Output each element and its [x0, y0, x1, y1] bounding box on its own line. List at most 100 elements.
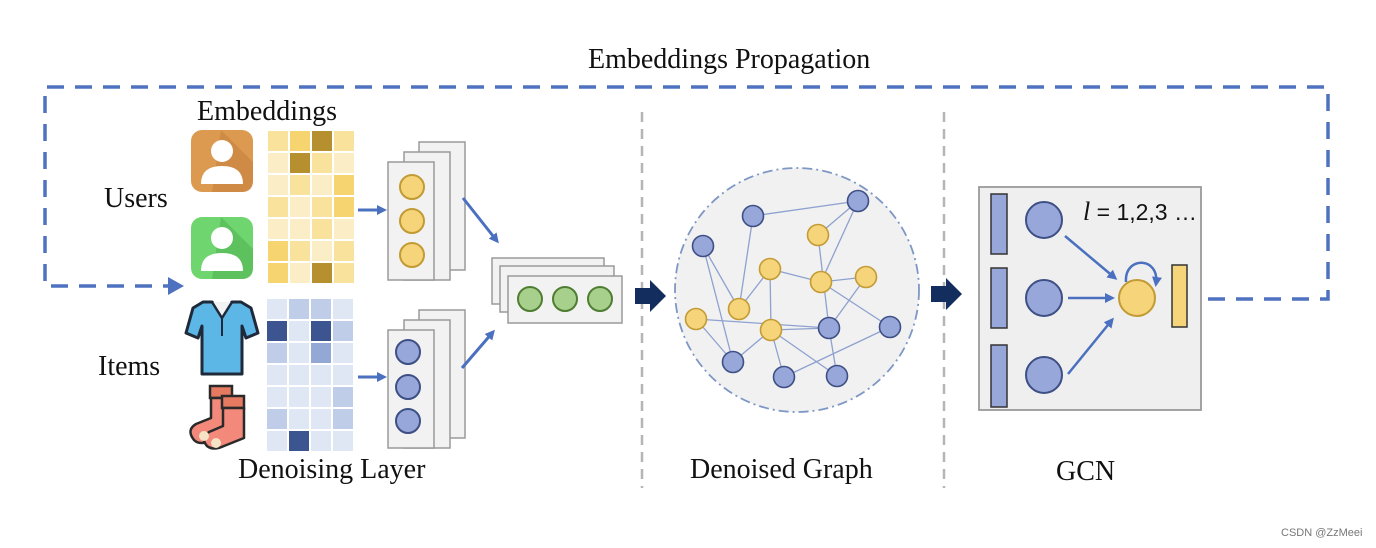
propagation-loop-arrowhead [168, 277, 184, 295]
user-matrix-cell [334, 153, 354, 173]
item-matrix-cell [267, 387, 287, 407]
graph-edge [738, 215, 754, 310]
shirt-icon [184, 300, 260, 376]
item-matrix-cell [289, 365, 309, 385]
graph-edge [702, 245, 734, 363]
user-matrix-cell [312, 153, 332, 173]
arrow-user-stack-to-concat [461, 197, 499, 244]
item-matrix-cell [289, 343, 309, 363]
denoised-graph [674, 167, 920, 413]
gcn-self-loop [1124, 261, 1162, 287]
user-matrix-cell [268, 175, 288, 195]
items-label: Items [98, 351, 161, 382]
graph-node-yellow [727, 297, 751, 321]
user-matrix-cell [290, 153, 310, 173]
graph-node-blue [817, 316, 841, 340]
layer-index-label: l = 1,2,3 … [1083, 197, 1197, 227]
graph-edge [783, 326, 891, 378]
item-matrix-cell [311, 387, 331, 407]
users-label: Users [104, 183, 168, 214]
item-matrix-cell [333, 321, 353, 341]
item-matrix-cell [267, 365, 287, 385]
gcn-neighbor-node-1 [1025, 201, 1063, 239]
user-matrix-cell [290, 175, 310, 195]
item-vector-stack [387, 309, 466, 449]
graph-node-blue [721, 350, 745, 374]
arrow-item-stack-to-concat [460, 329, 495, 369]
graph-node-blue [741, 204, 765, 228]
graph-node-blue [878, 315, 902, 339]
watermark-credit: CSDN @ZzMeei [1281, 527, 1363, 539]
item-matrix-cell [289, 409, 309, 429]
user-matrix-cell [268, 241, 288, 261]
gcn-input-vector-3 [990, 344, 1008, 408]
gcn-panel [978, 186, 1202, 411]
user-matrix-cell [334, 241, 354, 261]
user-matrix-cell [312, 219, 332, 239]
item-matrix-cell [311, 321, 331, 341]
user-embedding-matrix [268, 131, 354, 283]
item-matrix-cell [289, 299, 309, 319]
user-matrix-cell [334, 219, 354, 239]
item-matrix-cell [333, 299, 353, 319]
layer-variable: l [1083, 197, 1091, 226]
item-matrix-cell [289, 387, 309, 407]
graph-node-yellow [758, 257, 782, 281]
layer-values: = 1,2,3 … [1090, 199, 1197, 225]
denoising-layer-label: Denoising Layer [238, 454, 426, 485]
user-matrix-cell [268, 219, 288, 239]
user-avatar-green-icon [191, 217, 253, 279]
item-matrix-cell [333, 343, 353, 363]
item-matrix-cell [267, 321, 287, 341]
item-matrix-cell [333, 431, 353, 451]
graph-edge [752, 200, 859, 217]
propagation-loop-dashed [43, 85, 1330, 301]
user-matrix-cell [334, 175, 354, 195]
graph-edge [770, 329, 838, 377]
denoised-graph-label: Denoised Graph [690, 454, 873, 485]
gcn-label: GCN [1056, 456, 1116, 487]
item-matrix-cell [267, 299, 287, 319]
gcn-target-node [1118, 279, 1156, 317]
graph-node-blue [691, 234, 715, 258]
user-avatar-orange-icon [191, 130, 253, 192]
gcn-neighbor-node-3 [1025, 356, 1063, 394]
user-matrix-cell [290, 197, 310, 217]
graph-node-yellow [809, 270, 833, 294]
item-matrix-cell [333, 365, 353, 385]
user-matrix-cell [290, 219, 310, 239]
user-matrix-cell [268, 197, 288, 217]
user-matrix-cell [268, 263, 288, 283]
arrow-to-denoised-graph [635, 280, 666, 312]
item-embedding-matrix [267, 299, 353, 451]
socks-icon [189, 384, 246, 450]
graph-edge [820, 200, 859, 283]
item-matrix-cell [311, 343, 331, 363]
user-matrix-cell [312, 197, 332, 217]
user-matrix-cell [268, 131, 288, 151]
diagram-title: Embeddings Propagation [588, 44, 871, 75]
graph-node-blue [772, 365, 796, 389]
user-matrix-cell [268, 153, 288, 173]
graph-edge [820, 281, 891, 328]
user-matrix-cell [290, 131, 310, 151]
graph-node-yellow [684, 307, 708, 331]
item-matrix-cell [289, 431, 309, 451]
item-matrix-cell [333, 409, 353, 429]
item-matrix-cell [267, 343, 287, 363]
gcn-neighbor-node-2 [1025, 279, 1063, 317]
user-matrix-cell [290, 241, 310, 261]
gcn-input-vector-1 [990, 193, 1008, 255]
user-matrix-cell [334, 131, 354, 151]
user-matrix-cell [290, 263, 310, 283]
graph-edge [702, 245, 740, 310]
user-matrix-cell [334, 263, 354, 283]
graph-node-yellow [806, 223, 830, 247]
embeddings-label: Embeddings [197, 96, 337, 127]
item-matrix-cell [267, 409, 287, 429]
concatenated-vector-stack [491, 257, 623, 324]
graph-node-blue [846, 189, 870, 213]
user-matrix-cell [312, 131, 332, 151]
user-vector-stack [387, 141, 466, 281]
